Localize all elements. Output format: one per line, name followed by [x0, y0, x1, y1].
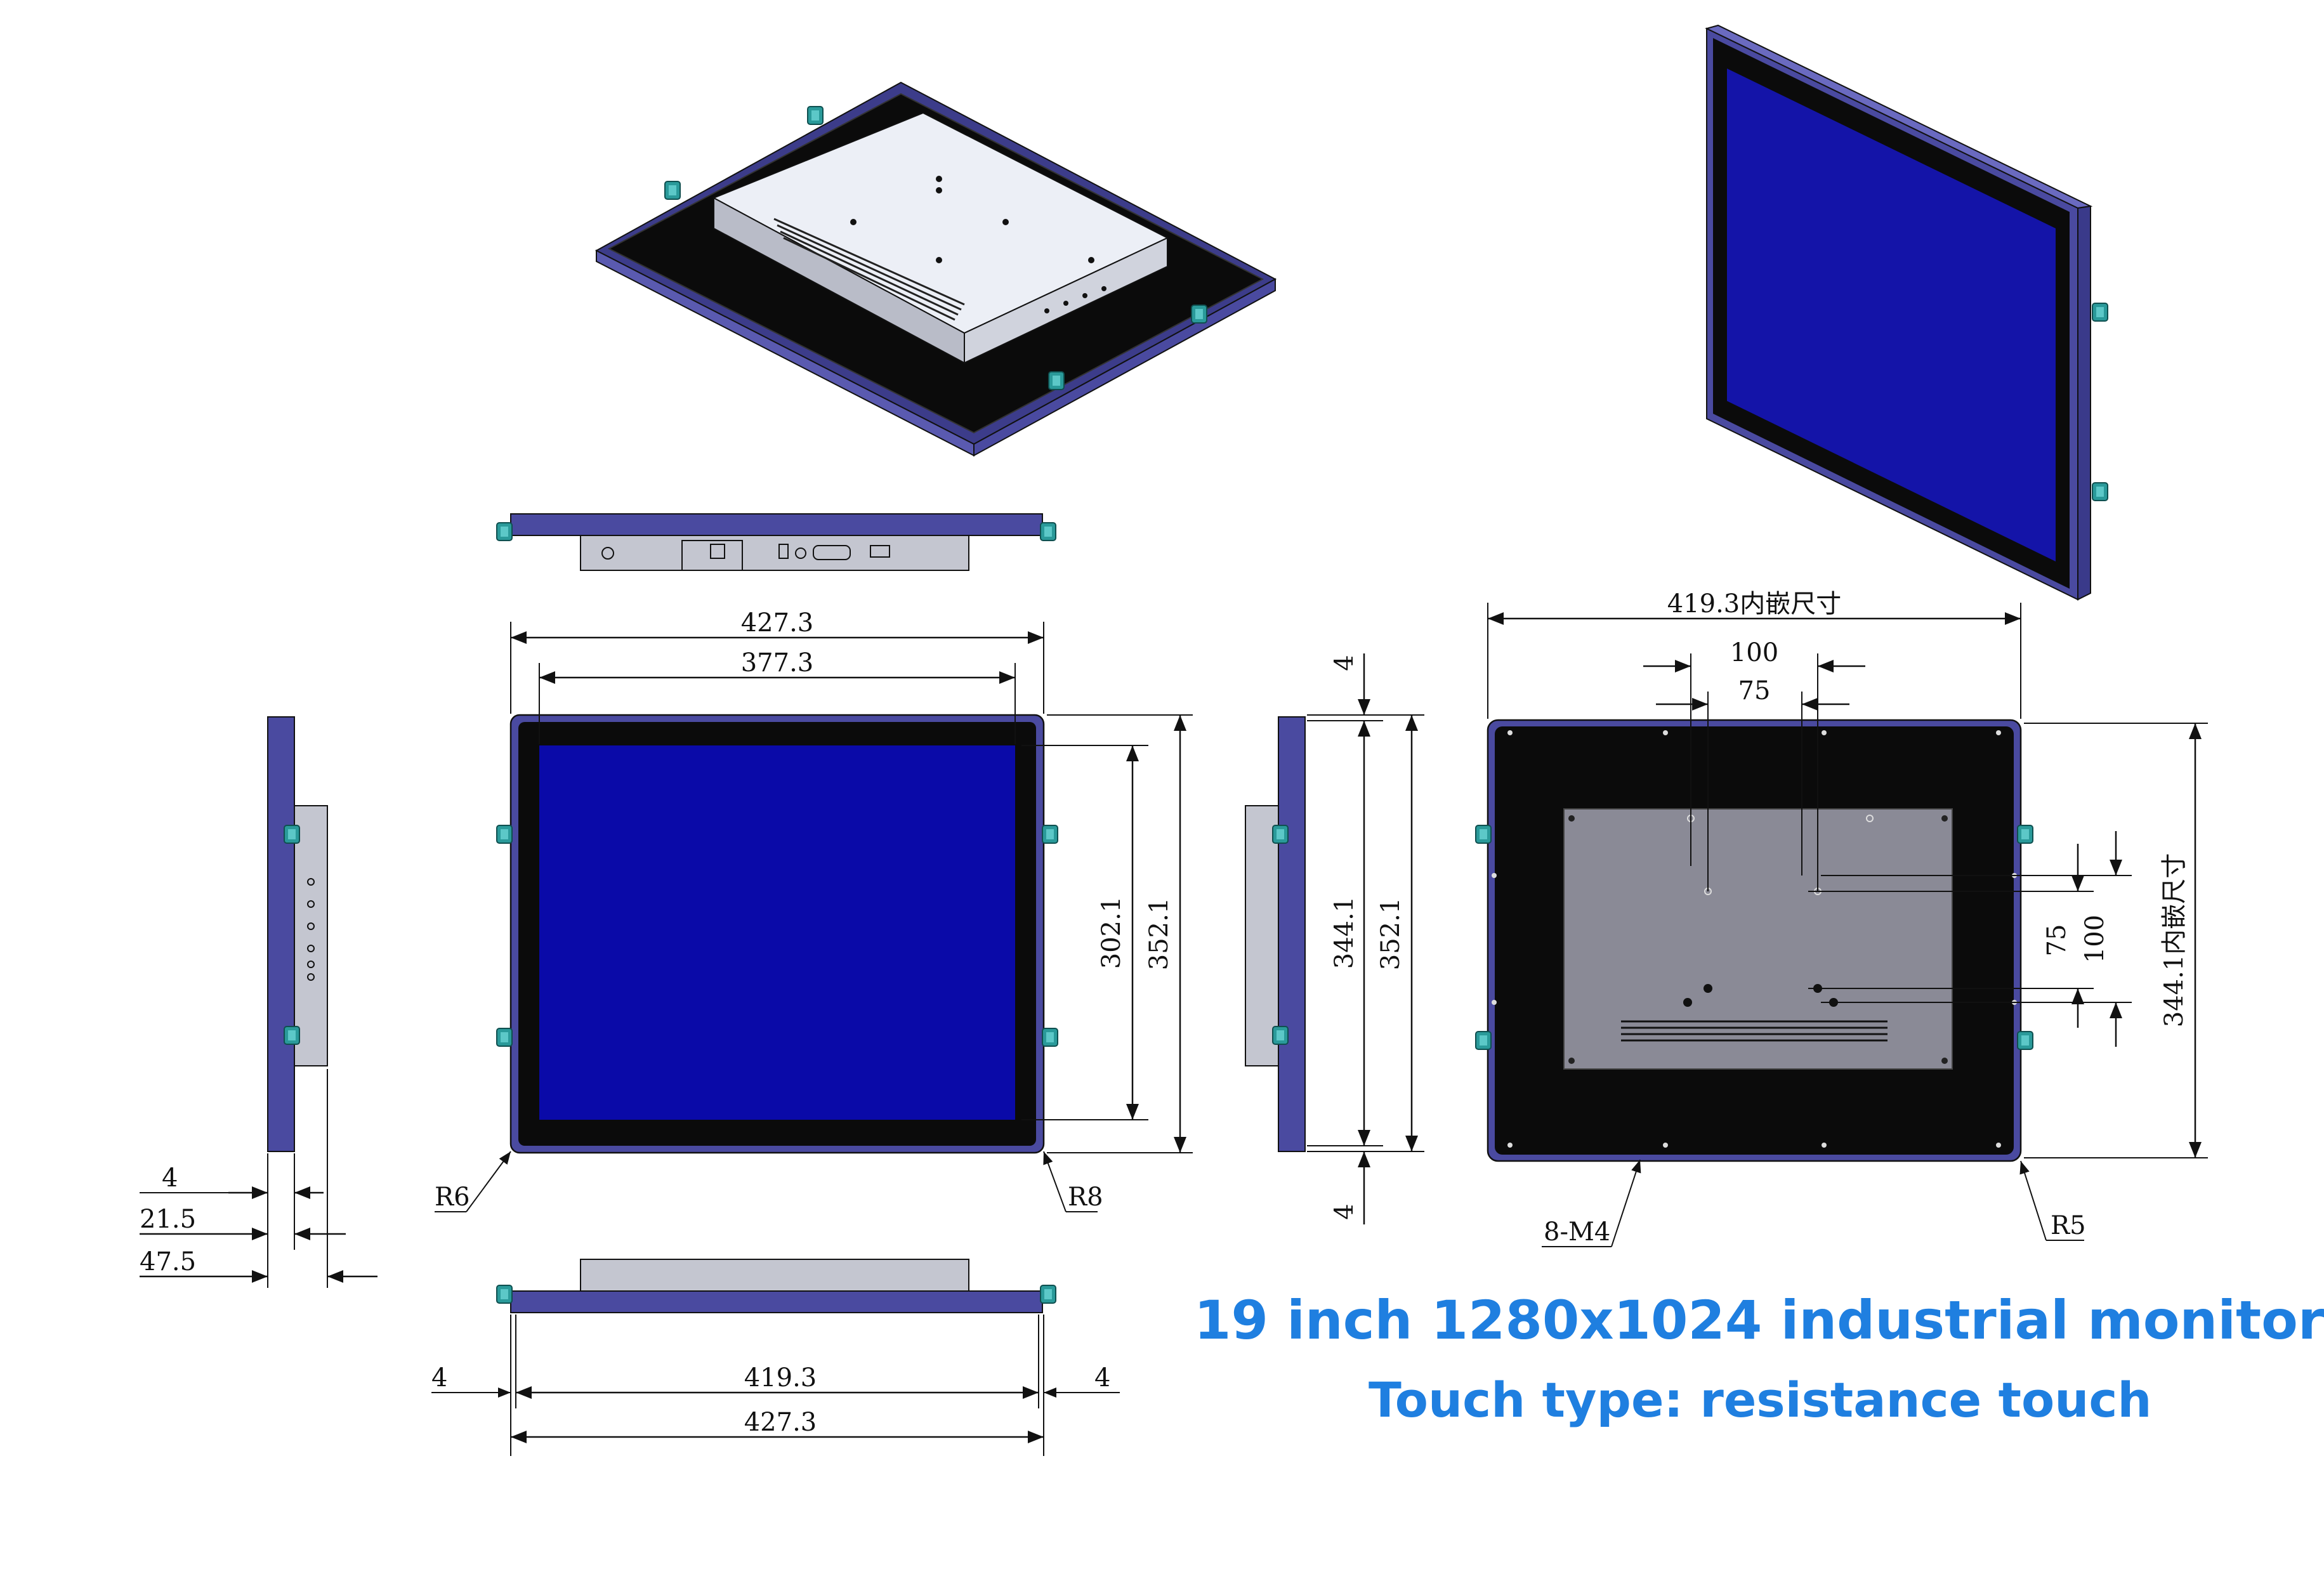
iso-front-view: [1705, 24, 2108, 601]
rear-cutout-height: 344.1内嵌尺寸: [2160, 853, 2189, 1028]
front-dimensions: 427.3 377.3 302.1 352.1 R6 R8: [435, 608, 1193, 1212]
bottom-flange-left: 4: [431, 1363, 447, 1393]
left-side-dimensions: 4 21.5 47.5: [140, 1069, 377, 1288]
front-corner-right: R8: [1068, 1183, 1103, 1212]
left-side-view: [267, 716, 328, 1152]
front-screen-height: 302.1: [1097, 896, 1126, 969]
rear-view: [1475, 719, 2033, 1162]
rear-vesa-75-v: 75: [2042, 924, 2071, 957]
front-outer-width: 427.3: [741, 608, 814, 638]
bottom-edge-view: [496, 1259, 1056, 1313]
page-title: 19 inch 1280x1024 industrial monitor: [1194, 1289, 2324, 1351]
side-depth-mid: 21.5: [140, 1205, 196, 1234]
rear-vesa-100-v: 100: [2080, 915, 2110, 963]
bottom-outer-width: 427.3: [744, 1408, 817, 1437]
front-view: [496, 714, 1058, 1154]
rear-vesa-100-h: 100: [1730, 638, 1778, 667]
side-thickness-front: 4: [162, 1164, 178, 1193]
rear-dimensions: 419.3内嵌尺寸 100 75 75 100 344.1内嵌尺寸 8-M4 R…: [1487, 589, 2208, 1247]
rear-cutout-width: 419.3内嵌尺寸: [1667, 589, 1842, 619]
bottom-flange-right: 4: [1094, 1363, 1110, 1393]
iso-back-view: [594, 81, 1277, 457]
side-depth-total: 47.5: [140, 1247, 196, 1276]
front-corner-left: R6: [435, 1183, 470, 1212]
front-outer-height: 352.1: [1145, 898, 1174, 971]
top-edge-view: [496, 513, 1056, 571]
bottom-dimensions: 419.3 4 4 427.3: [431, 1315, 1120, 1456]
page-subtitle: Touch type: resistance touch: [1369, 1372, 2152, 1428]
rightside-bottom: 4: [1330, 1203, 1359, 1219]
right-side-dimensions: 4 344.1 4 352.1: [1307, 653, 1424, 1224]
rightside-outer-height: 352.1: [1376, 898, 1405, 971]
front-inner-width: 377.3: [741, 648, 814, 678]
rightside-top: 4: [1330, 655, 1359, 671]
rear-vesa-75-h: 75: [1738, 676, 1771, 705]
technical-drawing: 427.3 377.3 302.1 352.1 R6 R8: [140, 24, 2208, 1456]
rear-corner: R5: [2051, 1211, 2086, 1240]
rear-screws: 8-M4: [1544, 1217, 1610, 1247]
right-side-view: [1245, 716, 1306, 1152]
bottom-inner-width: 419.3: [744, 1363, 817, 1393]
rightside-inner-height: 344.1: [1330, 896, 1359, 969]
